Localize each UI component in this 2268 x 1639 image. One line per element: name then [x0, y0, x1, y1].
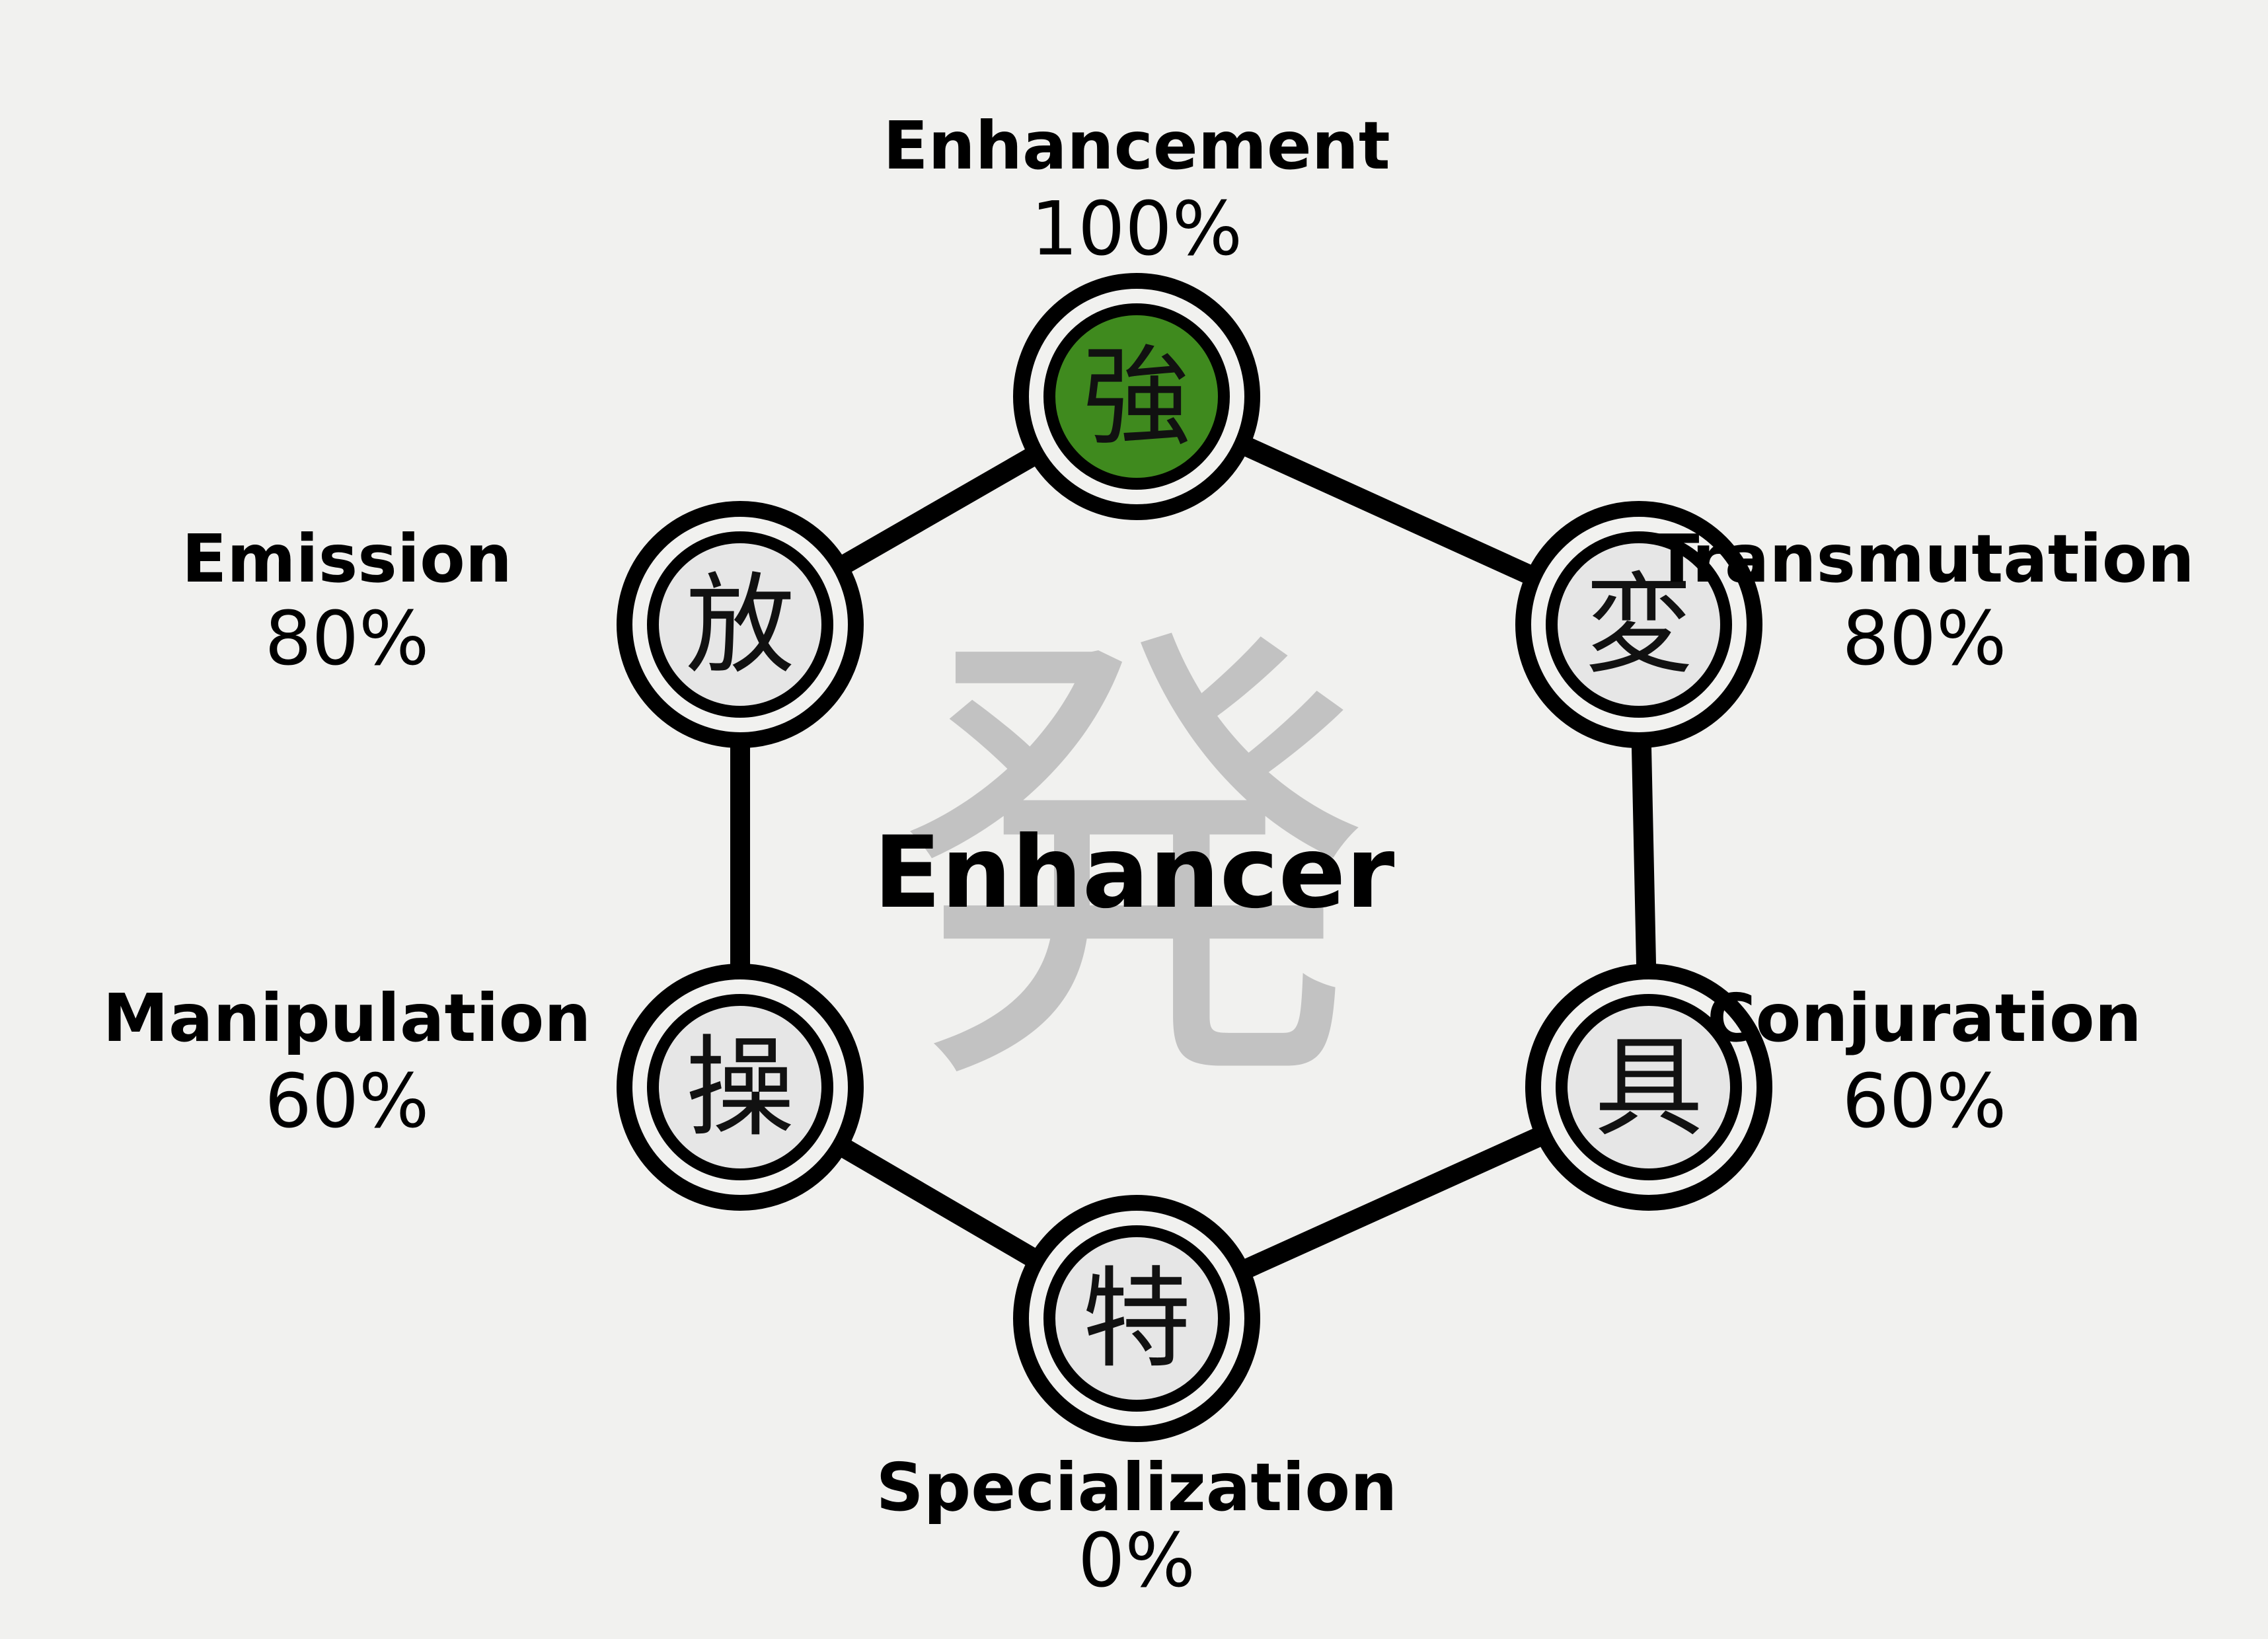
node-transmutation: 変 — [1515, 501, 1762, 748]
label-percent-emission: 80% — [265, 596, 430, 682]
node-inner-circle — [1546, 531, 1732, 718]
label-name-specialization: Specialization — [876, 1449, 1398, 1526]
label-name-enhancement: Enhancement — [883, 107, 1390, 184]
node-enhancement: 強 — [1013, 273, 1260, 520]
node-specialization: 特 — [1013, 1195, 1260, 1442]
node-inner-circle — [647, 531, 833, 718]
node-inner-circle — [647, 994, 833, 1180]
node-kanji-specialization: 特 — [1082, 1256, 1191, 1383]
label-percent-transmutation: 80% — [1842, 596, 2007, 682]
node-manipulation: 操 — [617, 964, 864, 1211]
background-kanji: 発 — [896, 590, 1372, 1143]
label-percent-specialization: 0% — [1078, 1518, 1195, 1604]
label-name-emission: Emission — [182, 520, 512, 597]
node-inner-circle — [1556, 994, 1742, 1180]
node-inner-circle — [1043, 303, 1230, 490]
label-name-manipulation: Manipulation — [103, 979, 591, 1057]
category-labels: Enhancement100%Transmutation80%Conjurati… — [103, 107, 2195, 1604]
label-percent-conjuration: 60% — [1842, 1059, 2007, 1145]
label-name-conjuration: Conjuration — [1707, 979, 2142, 1057]
node-kanji-manipulation: 操 — [686, 1024, 795, 1151]
center-title: Enhancer — [874, 816, 1395, 931]
label-percent-manipulation: 60% — [265, 1059, 430, 1145]
label-percent-enhancement: 100% — [1031, 186, 1242, 272]
node-kanji-emission: 放 — [686, 562, 795, 689]
node-inner-circle — [1043, 1225, 1230, 1412]
label-name-transmutation: Transmutation — [1654, 520, 2194, 597]
node-kanji-conjuration: 具 — [1595, 1024, 1704, 1151]
node-conjuration: 具 — [1525, 964, 1772, 1211]
node-kanji-enhancement: 強 — [1082, 334, 1191, 461]
node-kanji-transmutation: 変 — [1585, 562, 1694, 689]
node-emission: 放 — [617, 501, 864, 748]
